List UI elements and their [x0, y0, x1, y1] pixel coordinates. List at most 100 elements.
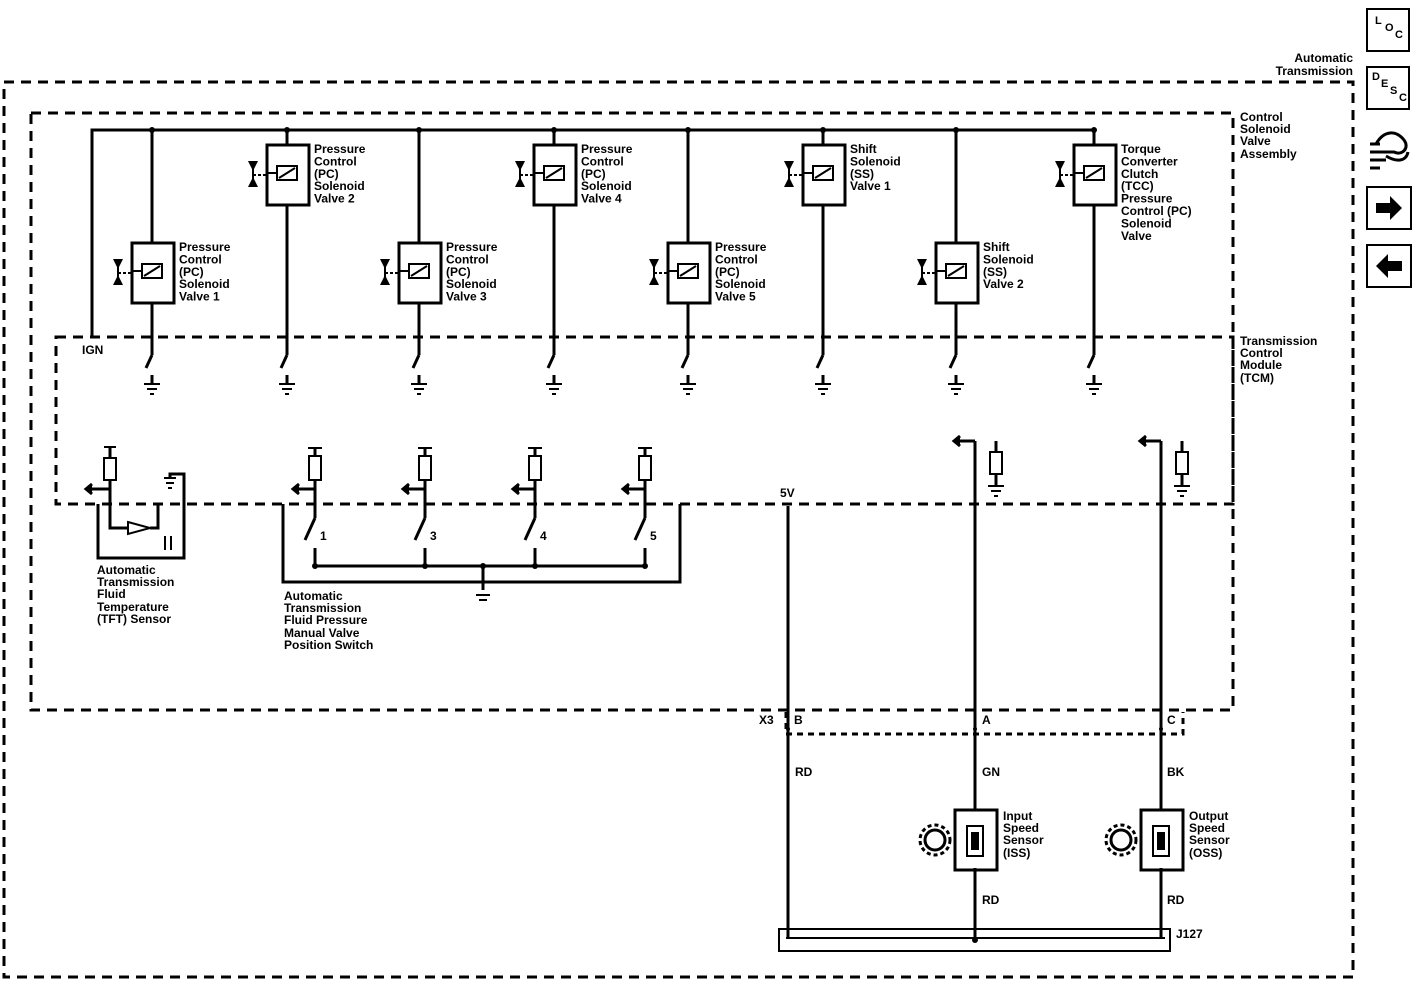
switch-contact-1: 1 — [320, 529, 327, 543]
ign-bus — [90, 128, 1094, 337]
solenoid-5-label-3: (PC) — [715, 265, 740, 279]
loc-button[interactable]: L O C — [1366, 8, 1410, 52]
solenoid-1 — [113, 127, 176, 395]
solenoid-8-label-2: Converter — [1121, 154, 1178, 168]
j127-splice-bar — [778, 928, 1171, 952]
tft-label-3: Fluid — [97, 587, 126, 601]
solenoid-8 — [1055, 127, 1118, 395]
switch-contact-4: 4 — [540, 529, 547, 543]
desc-button[interactable]: D E S C — [1366, 66, 1410, 110]
solenoid-4 — [515, 127, 578, 395]
oss-label-3: Sensor — [1189, 833, 1230, 847]
connector-x3-frame — [784, 712, 1185, 736]
wiring-diagram: Automatic Transmission Control Solenoid … — [2, 51, 1355, 979]
connector-pin-a: A — [982, 713, 991, 727]
solenoid-1-label-4: Solenoid — [179, 277, 230, 291]
connector-pin-b: B — [794, 713, 803, 727]
solenoid-1-label-2: Control — [179, 252, 222, 266]
connector-view-button[interactable] — [1366, 122, 1412, 176]
solenoid-8-label-8: Valve — [1121, 229, 1152, 243]
iss-label-4: (ISS) — [1003, 846, 1030, 860]
wire-color-gn: GN — [982, 765, 1000, 779]
solenoid-5-label-2: Control — [715, 252, 758, 266]
tcm-label-3: Module — [1240, 358, 1282, 372]
ign-label: IGN — [82, 343, 103, 357]
loc-letter-c: C — [1395, 29, 1403, 41]
valve-assembly-boundary — [29, 111, 1235, 712]
solenoid-4-label-5: Valve 4 — [581, 192, 622, 206]
solenoid-2-label-3: (PC) — [314, 167, 339, 181]
solenoid-6 — [784, 127, 847, 395]
desc-letter-s: S — [1390, 85, 1398, 97]
solenoid-1-label-1: Pressure — [179, 240, 231, 254]
solenoid-4-label-2: Control — [581, 154, 624, 168]
tcm-label-1: Transmission — [1240, 334, 1317, 348]
tft-sensor-loop — [96, 504, 186, 560]
five-v-label: 5V — [780, 486, 795, 500]
solenoid-8-label-4: (TCC) — [1121, 179, 1154, 193]
solenoid-6-label-2: Solenoid — [850, 154, 901, 168]
solenoid-8-label-5: Pressure — [1121, 192, 1173, 206]
solenoid-3-label-2: Control — [446, 252, 489, 266]
solenoid-7 — [917, 127, 980, 395]
solenoid-1-label-5: Valve 1 — [179, 290, 220, 304]
tcm-label-4: (TCM) — [1240, 371, 1274, 385]
solenoid-8-label-3: Clutch — [1121, 167, 1158, 181]
manual-valve-label-3: Fluid Pressure — [284, 613, 368, 627]
transmission-label-2: Transmission — [1276, 64, 1353, 78]
tft-label-5: (TFT) Sensor — [97, 612, 171, 626]
transmission-label-1: Automatic — [1294, 51, 1353, 65]
switch-contact-4-circuit — [620, 447, 652, 569]
solenoid-5-label-1: Pressure — [715, 240, 767, 254]
solenoid-1-label-3: (PC) — [179, 265, 204, 279]
manual-valve-label-5: Position Switch — [284, 638, 373, 652]
solenoid-7-label-1: Shift — [983, 240, 1010, 254]
arrow-left-icon — [1376, 254, 1402, 278]
solenoid-8-label-6: Control (PC) — [1121, 204, 1192, 218]
oss-label-1: Output — [1189, 809, 1228, 823]
loc-letter-o: O — [1385, 22, 1394, 34]
prev-button[interactable] — [1366, 244, 1412, 288]
iss-label-2: Speed — [1003, 821, 1039, 835]
oss-gear-icon — [1109, 828, 1133, 852]
solenoid-6-label-1: Shift — [850, 142, 877, 156]
iss-sensor-body — [953, 808, 999, 872]
solenoid-2-label-2: Control — [314, 154, 357, 168]
solenoid-8-label-1: Torque — [1121, 142, 1161, 156]
solenoid-5-label-4: Solenoid — [715, 277, 766, 291]
solenoid-5-label-5: Valve 5 — [715, 290, 756, 304]
wire-color-rd: RD — [795, 765, 813, 779]
solenoid-2-label-4: Solenoid — [314, 179, 365, 193]
solenoid-3-label-5: Valve 3 — [446, 290, 487, 304]
iss-label-1: Input — [1003, 809, 1032, 823]
valve-assembly-label-1: Control — [1240, 110, 1283, 124]
solenoid-8-label-7: Solenoid — [1121, 216, 1172, 230]
solenoid-5 — [649, 127, 712, 395]
connector-name: X3 — [759, 713, 774, 727]
iss-label-3: Sensor — [1003, 833, 1044, 847]
desc-letter-d: D — [1372, 71, 1380, 83]
desc-letter-c: C — [1399, 92, 1407, 104]
solenoid-2-label-1: Pressure — [314, 142, 366, 156]
connector-pin-c: C — [1167, 713, 1176, 727]
next-button[interactable] — [1366, 186, 1412, 230]
manual-valve-label-2: Transmission — [284, 601, 361, 615]
oss-label-4: (OSS) — [1189, 846, 1222, 860]
oss-label-2: Speed — [1189, 821, 1225, 835]
tcm-label-2: Control — [1240, 346, 1283, 360]
tft-label-4: Temperature — [97, 600, 169, 614]
manual-valve-label-1: Automatic — [284, 589, 343, 603]
solenoid-3 — [380, 127, 443, 395]
valve-assembly-label-3: Valve — [1240, 134, 1271, 148]
switch-contact-3: 3 — [430, 529, 437, 543]
solenoid-4-label-3: (PC) — [581, 167, 606, 181]
tft-label-2: Transmission — [97, 575, 174, 589]
switch-contact-3-circuit — [510, 447, 542, 569]
valve-assembly-label-2: Solenoid — [1240, 122, 1291, 136]
arrow-right-icon — [1376, 196, 1402, 220]
solenoid-7-label-4: Valve 2 — [983, 277, 1024, 291]
solenoid-4-label-1: Pressure — [581, 142, 633, 156]
iss-return-color: RD — [982, 893, 1000, 907]
iss-gear-icon — [923, 828, 947, 852]
oss-return-color: RD — [1167, 893, 1185, 907]
